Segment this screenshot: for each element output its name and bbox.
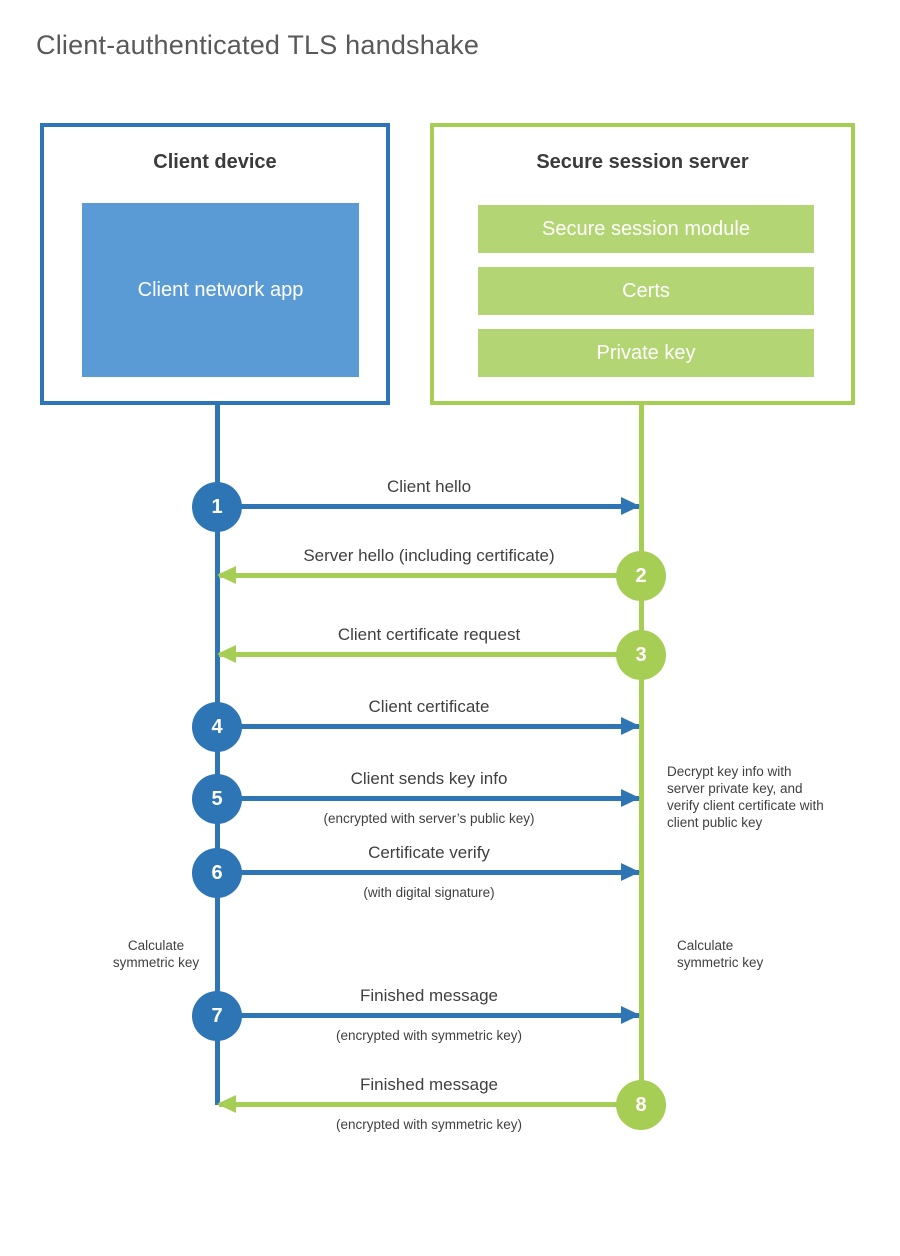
- calculate-symmetric-key-note-server: Calculate symmetric key: [677, 938, 764, 970]
- arrow-line: [219, 1013, 639, 1018]
- arrow-line: [219, 796, 639, 801]
- message-label: Client certificate: [368, 697, 490, 716]
- arrow-line: [219, 870, 639, 875]
- arrow-line: [219, 652, 639, 657]
- message-label: Client sends key info: [350, 769, 508, 788]
- decrypt-key-note: Decrypt key info with server private key…: [667, 764, 824, 830]
- step-number-badge: 4: [192, 702, 242, 752]
- server-module-private-key: Private key: [478, 329, 814, 377]
- client-lifeline: [215, 405, 220, 1105]
- client-device-box: Client device Client network app: [40, 123, 390, 405]
- message-sublabel: (encrypted with symmetric key): [335, 1028, 523, 1043]
- client-network-app-box: Client network app: [82, 203, 359, 377]
- message-label: Server hello (including certificate): [303, 546, 555, 565]
- calculate-symmetric-key-note-client: Calculate symmetric key: [112, 938, 200, 970]
- secure-session-server-title: Secure session server: [536, 151, 749, 173]
- message-label: Certificate verify: [368, 843, 490, 862]
- message-sublabel: (encrypted with symmetric key): [335, 1117, 523, 1132]
- arrow-right-icon: [621, 789, 640, 807]
- server-module-certs: Certs: [478, 267, 814, 315]
- step-number-badge: 2: [616, 551, 666, 601]
- arrow-left-icon: [217, 645, 236, 663]
- server-lifeline: [639, 405, 644, 1105]
- client-device-title: Client device: [153, 151, 277, 173]
- message-label: Finished message: [360, 1075, 498, 1094]
- step-number-badge: 1: [192, 482, 242, 532]
- step-number-badge: 6: [192, 848, 242, 898]
- arrow-line: [219, 724, 639, 729]
- page-title: Client-authenticated TLS handshake: [36, 30, 480, 60]
- arrow-right-icon: [621, 717, 640, 735]
- message-label: Finished message: [360, 986, 498, 1005]
- step-number-badge: 7: [192, 991, 242, 1041]
- arrow-right-icon: [621, 497, 640, 515]
- arrow-line: [219, 1102, 639, 1107]
- message-sublabel: (with digital signature): [363, 885, 495, 900]
- arrow-right-icon: [621, 1006, 640, 1024]
- secure-session-server-box: Secure session server Secure session mod…: [430, 123, 855, 405]
- message-label: Client hello: [386, 477, 472, 496]
- arrow-line: [219, 504, 639, 509]
- arrow-left-icon: [217, 566, 236, 584]
- arrow-left-icon: [217, 1095, 236, 1113]
- client-network-app-label: Client network app: [137, 279, 304, 301]
- step-number-badge: 8: [616, 1080, 666, 1130]
- message-label: Client certificate request: [337, 625, 521, 644]
- server-module-secure-session: Secure session module: [478, 205, 814, 253]
- step-number-badge: 5: [192, 774, 242, 824]
- arrow-line: [219, 573, 639, 578]
- arrow-right-icon: [621, 863, 640, 881]
- message-sublabel: (encrypted with server’s public key): [323, 811, 535, 826]
- step-number-badge: 3: [616, 630, 666, 680]
